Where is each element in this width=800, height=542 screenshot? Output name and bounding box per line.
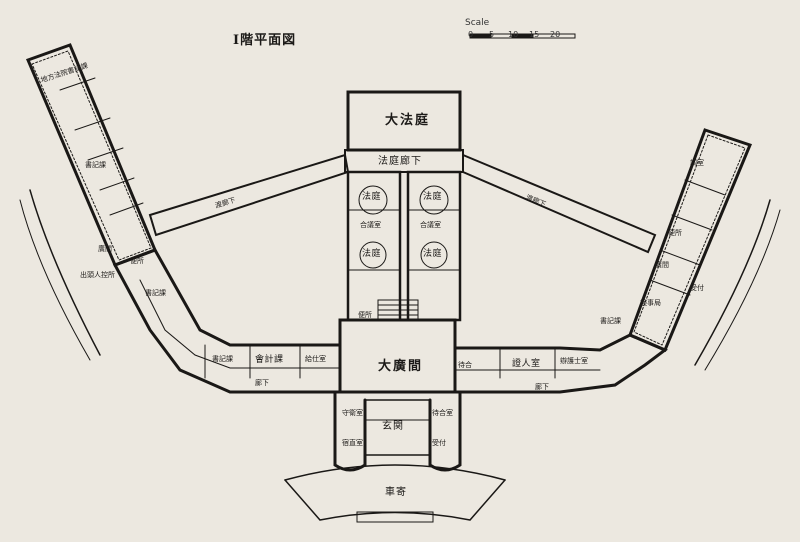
grand-hall-label: 大廣間	[378, 359, 424, 374]
great-court-label: 大法庭	[385, 113, 431, 128]
court-label-left: 法庭	[362, 192, 382, 202]
records-label-left-wing: 書記課	[85, 161, 106, 169]
scale-label: Scale	[465, 18, 490, 28]
staff-label: 給仕室	[305, 355, 326, 363]
court-corridor-label: 法庭廊下	[378, 156, 422, 167]
carriage-porch	[284, 464, 506, 523]
corridor-label-right: 廊下	[535, 383, 549, 391]
court-label-right: 法庭	[423, 192, 443, 202]
hall-label-right: 廣間	[655, 261, 669, 269]
deliberation-label-left: 合議室	[360, 221, 381, 229]
court-label-right-2: 法庭	[423, 249, 443, 259]
corridor-label-left: 廊下	[255, 379, 269, 387]
guard-label: 守衛室	[342, 409, 363, 417]
entrance	[333, 390, 462, 472]
carriage-label: 車寄	[385, 487, 407, 498]
scale-tick: 10	[508, 30, 519, 39]
connecting-corridors	[148, 153, 657, 254]
records-label-left: 書記課	[212, 355, 233, 363]
reception-label: 受付	[432, 439, 446, 447]
applicants-label: 出頭人控所	[80, 271, 115, 279]
deliberation-label-right: 合議室	[420, 221, 441, 229]
records-label-left-2: 書記課	[145, 289, 166, 297]
front-hall-label: 玄関	[382, 421, 404, 432]
reception-label-right: 受付	[690, 284, 704, 292]
lawyers-label: 辯護士室	[560, 357, 588, 365]
toilet-label-right: 便所	[668, 229, 682, 237]
left-lower-wing	[112, 248, 342, 394]
court-label-left-2: 法庭	[362, 249, 382, 259]
scale-tick: 0	[468, 30, 474, 39]
plan-title: Ⅰ階平面図	[233, 33, 297, 48]
scale-tick: 15	[529, 30, 540, 39]
central-block	[338, 90, 464, 394]
witness-label: 證人室	[512, 359, 541, 369]
waiting-room-label-right: 待合	[458, 361, 472, 369]
toilet-label-left: 便所	[130, 257, 144, 265]
records-label-right: 書記課	[600, 317, 621, 325]
waiting-label: 待合室	[432, 409, 453, 417]
scale-bar	[469, 33, 576, 39]
hall-label-left: 廣間	[98, 245, 112, 253]
toilet-label-center: 便所	[358, 311, 372, 319]
scale-tick: 20	[550, 30, 561, 39]
dorm-label: 宿直室	[342, 439, 363, 447]
scale-tick: 5	[489, 30, 495, 39]
accounting-label: 會計課	[255, 355, 284, 365]
prosecutor-label: 検事局	[640, 299, 661, 307]
examination-label: 調室	[690, 159, 704, 167]
side-porches	[19, 189, 781, 371]
